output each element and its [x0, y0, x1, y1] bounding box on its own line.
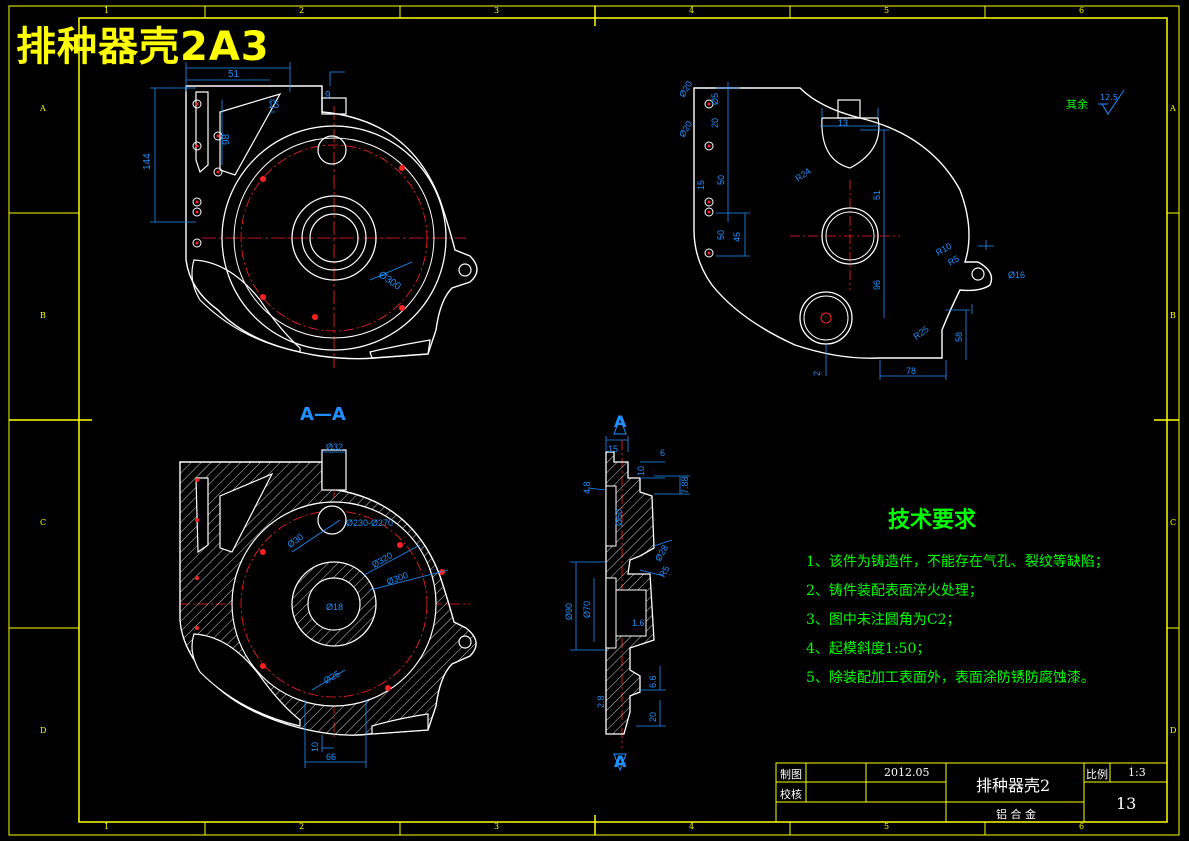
scale-label: 比例: [1086, 768, 1108, 781]
title-block-grid: [775, 762, 1168, 823]
dim-v3-4: Ø230-Ø270: [346, 518, 393, 528]
dim-v4-4: 4.8: [582, 481, 592, 494]
zone-col-6-bottom: 6: [1079, 822, 1085, 831]
dim-v2-15: 13: [838, 118, 848, 128]
dim-v4-7: R5: [657, 564, 671, 579]
tech-requirements-title: 技术要求: [888, 507, 977, 533]
dim-v2-14: 58: [954, 332, 964, 342]
dim-v3-5: 66: [326, 752, 336, 762]
cut-label-top: A: [614, 412, 627, 431]
zone-ticks: [9, 6, 1179, 835]
dim-v4-3: 7.88: [680, 476, 690, 494]
tech-item: 1、该件为铸造件，不能存在气孔、裂纹等缺陷；: [806, 554, 1109, 570]
tech-item: 3、图中未注圆角为C2；: [806, 612, 961, 628]
drawn-by-label: 制图: [780, 768, 802, 781]
zone-col-5: 5: [884, 6, 890, 15]
tech-requirements-list: 1、该件为铸造件，不能存在气孔、裂纹等缺陷； 2、铸件装配表面淬火处理； 3、图…: [806, 548, 1109, 693]
dim-v4-9: Ø70: [582, 601, 592, 618]
dim-v2-5: 15: [696, 180, 706, 190]
tech-item: 5、除装配加工表面外，表面涂防锈防腐蚀漆。: [806, 670, 1095, 686]
zone-row-c: C: [40, 518, 47, 527]
zone-row-a-right: A: [1170, 104, 1176, 113]
dim-15: 15: [268, 100, 280, 111]
dim-dia300: Ø300: [376, 269, 403, 292]
dim-v2-7: 45: [732, 232, 742, 242]
outer-frame: [8, 5, 1180, 836]
zone-row-d-right: D: [1170, 726, 1177, 735]
tech-item: 4、起模斜度1:50；: [806, 641, 931, 657]
view-rear: Ø20 Ø20 Ø5 20 50 15 50 45 R10 R5 Ø16 96 …: [677, 79, 1125, 380]
dim-v2-16: R24: [793, 166, 812, 184]
dim-9: 9: [325, 90, 331, 101]
zone-col-2-bottom: 2: [299, 822, 305, 831]
dim-v4-6: Ø28: [653, 543, 670, 563]
dim-v2-2: Ø5: [710, 93, 720, 105]
zone-col-3: 3: [494, 6, 500, 15]
tech-item: 2、铸件装配表面淬火处理；: [806, 583, 983, 599]
surface-note: 其余: [1066, 97, 1088, 111]
dim-98: 98: [221, 133, 232, 145]
zone-row-b-right: B: [1170, 311, 1176, 320]
zone-row-c-right: C: [1170, 518, 1177, 527]
dim-51: 51: [228, 69, 240, 80]
dim-v2-10: Ø16: [1008, 270, 1025, 280]
dim-v3-0: Ø32: [326, 442, 343, 452]
zone-col-3-bottom: 3: [494, 822, 500, 831]
dim-v2-4: 50: [716, 175, 726, 185]
dim-v4-13: 6.6: [648, 675, 658, 688]
zone-col-6: 6: [1079, 6, 1085, 15]
zone-row-b: B: [40, 311, 46, 320]
dim-v2-8: R10: [934, 241, 953, 258]
dim-v3-7: Ø18: [326, 602, 343, 612]
zone-col-2: 2: [299, 6, 305, 15]
view-side: 15 6 10 7.88 4.8 Ø50 Ø28 R5 Ø90 Ø70 1.6 …: [564, 416, 690, 772]
center-marks: [9, 6, 1179, 835]
dim-v4-5: Ø50: [614, 509, 624, 526]
dim-144: 144: [142, 153, 153, 170]
dim-v2-1: Ø20: [677, 119, 694, 139]
dim-v2-13: 78: [906, 366, 916, 376]
zone-col-4: 4: [689, 6, 695, 15]
dim-v4-10: 1.6: [632, 618, 645, 628]
material: 铝 合 金: [996, 808, 1036, 821]
zone-col-1-bottom: 1: [104, 822, 110, 831]
dim-v4-12: 20: [648, 712, 658, 722]
dim-v2-3: 20: [710, 118, 720, 128]
date-value: 2012.05: [884, 766, 930, 779]
dim-v2-6: 50: [716, 230, 726, 240]
zone-row-d: D: [40, 726, 47, 735]
zone-col-4-bottom: 4: [689, 822, 695, 831]
dim-v4-11: 2.8: [596, 695, 606, 708]
view-section-aa: Ø32 Ø30 Ø320 Ø300 Ø230-Ø270 66 10 Ø18 Ø2…: [179, 442, 477, 768]
dim-v3-6: 10: [310, 742, 320, 752]
dim-v4-0: 15: [608, 444, 618, 454]
dim-v2-11: 96: [872, 280, 882, 290]
view-front: 51 144 98 Ø300 15 9: [142, 62, 478, 368]
roughness-symbol: [1098, 89, 1125, 115]
dim-v2-18: R25: [911, 324, 930, 342]
checked-by-label: 校核: [780, 788, 802, 801]
zone-row-a: A: [40, 104, 46, 113]
dim-v2-12: 51: [872, 190, 882, 200]
zone-col-1: 1: [104, 6, 110, 15]
part-name: 排种器壳2: [976, 776, 1051, 795]
dim-v2-9: R5: [946, 253, 961, 267]
dim-v4-2: 10: [636, 466, 646, 476]
scale-value: 1:3: [1128, 766, 1146, 779]
dim-v4-1: 6: [660, 448, 665, 458]
dim-v2-0: Ø20: [677, 79, 694, 99]
sheet-number: 13: [1116, 794, 1137, 813]
section-label-aa: A—A: [300, 404, 346, 425]
surface-value: 12.5: [1100, 93, 1118, 102]
cut-label-bottom: A: [614, 752, 627, 771]
drawing-title: 排种器壳2A3: [16, 24, 270, 70]
dim-v4-8: Ø90: [564, 603, 574, 620]
zone-col-5-bottom: 5: [884, 822, 890, 831]
dim-v2-17: 2: [812, 371, 822, 376]
